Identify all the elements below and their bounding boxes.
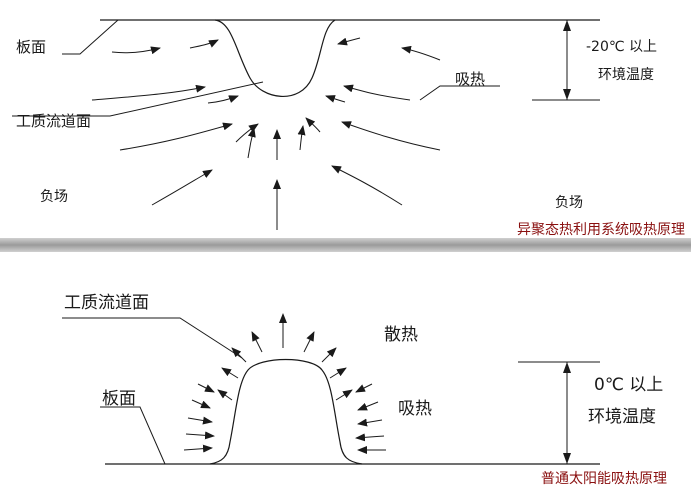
top-diagram-drawing	[12, 19, 600, 230]
top-temp-arrow-down	[563, 89, 571, 100]
bottom-dissipate-label: 散热	[384, 325, 418, 345]
bottom-channel-leader	[62, 317, 243, 359]
solar-absorption-panel: 工质流道面 散热 板面 吸热 0℃ 以上 环境温度 普通太阳能吸热原理	[0, 252, 691, 489]
bottom-heat-arrow	[187, 416, 213, 425]
bottom-heat-arrow	[357, 418, 383, 427]
top-negative-field-left: 负场	[40, 189, 68, 205]
bottom-heat-arrow	[303, 331, 315, 353]
top-heat-arrow	[341, 121, 441, 151]
bottom-diagram-drawing	[62, 313, 600, 465]
top-absorb-label: 吸热	[455, 70, 486, 88]
bottom-plate-leader	[100, 406, 166, 465]
top-plate-label: 板面	[16, 38, 47, 56]
bottom-heat-arrow	[231, 347, 247, 363]
top-heat-arrow	[297, 125, 306, 151]
top-temp-line1: -20℃ 以上	[586, 39, 658, 55]
bottom-heat-arrow	[355, 433, 385, 442]
top-heat-arrow	[189, 39, 219, 49]
bottom-heat-arrow	[329, 367, 347, 379]
bottom-heat-arrow	[183, 444, 213, 453]
top-heat-arrow	[235, 123, 259, 143]
top-caption: 异聚态热利用系统吸热原理	[517, 222, 685, 238]
top-temp-line2: 环境温度	[598, 67, 654, 83]
bottom-temp-line1: 0℃ 以上	[594, 375, 664, 395]
bottom-temp-arrow-down	[563, 453, 571, 464]
bottom-dissipation-arrows	[217, 313, 353, 401]
bottom-heat-arrow	[185, 431, 215, 440]
top-heat-arrow	[91, 84, 206, 101]
top-heat-arrow	[337, 37, 361, 46]
bottom-temp-line2: 环境温度	[588, 407, 656, 427]
bottom-heat-arrow	[355, 383, 373, 393]
top-absorption-arrows	[91, 37, 441, 230]
bottom-channel-label: 工质流道面	[64, 293, 149, 313]
top-heat-arrow	[401, 45, 441, 61]
bottom-heat-arrow	[251, 331, 263, 353]
bottom-absorption-arrows	[183, 383, 386, 454]
phase-change-absorption-panel: 板面 工质流道面 吸热 负场 负场 -20℃ 以上 环境温度 异聚态热利用系统吸…	[0, 0, 691, 238]
top-heat-arrow	[305, 117, 321, 133]
bottom-heat-arrow	[321, 347, 337, 363]
top-plate-leader	[62, 19, 119, 55]
top-channel-outline	[214, 19, 336, 97]
bottom-heat-arrow	[197, 383, 215, 393]
bottom-channel-outline	[209, 358, 363, 465]
bottom-heat-arrow	[191, 399, 211, 409]
top-absorb-leader	[419, 85, 500, 101]
top-heat-arrow	[111, 46, 161, 55]
bottom-heat-arrow	[221, 367, 239, 379]
top-temp-arrow-up	[563, 20, 571, 31]
panel-divider	[0, 238, 691, 252]
top-heat-arrow	[207, 95, 239, 104]
top-channel-label: 工质流道面	[16, 112, 92, 130]
top-heat-arrow	[119, 122, 233, 151]
top-heat-arrow	[343, 84, 411, 101]
top-heat-arrow	[325, 95, 346, 103]
top-heat-arrow	[331, 165, 403, 206]
top-channel-leader	[12, 81, 264, 117]
top-heat-arrow	[247, 127, 256, 159]
bottom-absorb-label: 吸热	[398, 399, 432, 419]
bottom-temp-arrow-up	[563, 362, 571, 373]
bottom-heat-arrow	[335, 389, 353, 401]
bottom-caption: 普通太阳能吸热原理	[541, 471, 667, 487]
top-negative-field-right: 负场	[555, 195, 583, 211]
bottom-plate-label: 板面	[102, 389, 136, 409]
top-heat-arrow	[151, 169, 213, 206]
bottom-heat-arrow	[217, 389, 233, 401]
bottom-heat-arrow	[357, 401, 379, 411]
